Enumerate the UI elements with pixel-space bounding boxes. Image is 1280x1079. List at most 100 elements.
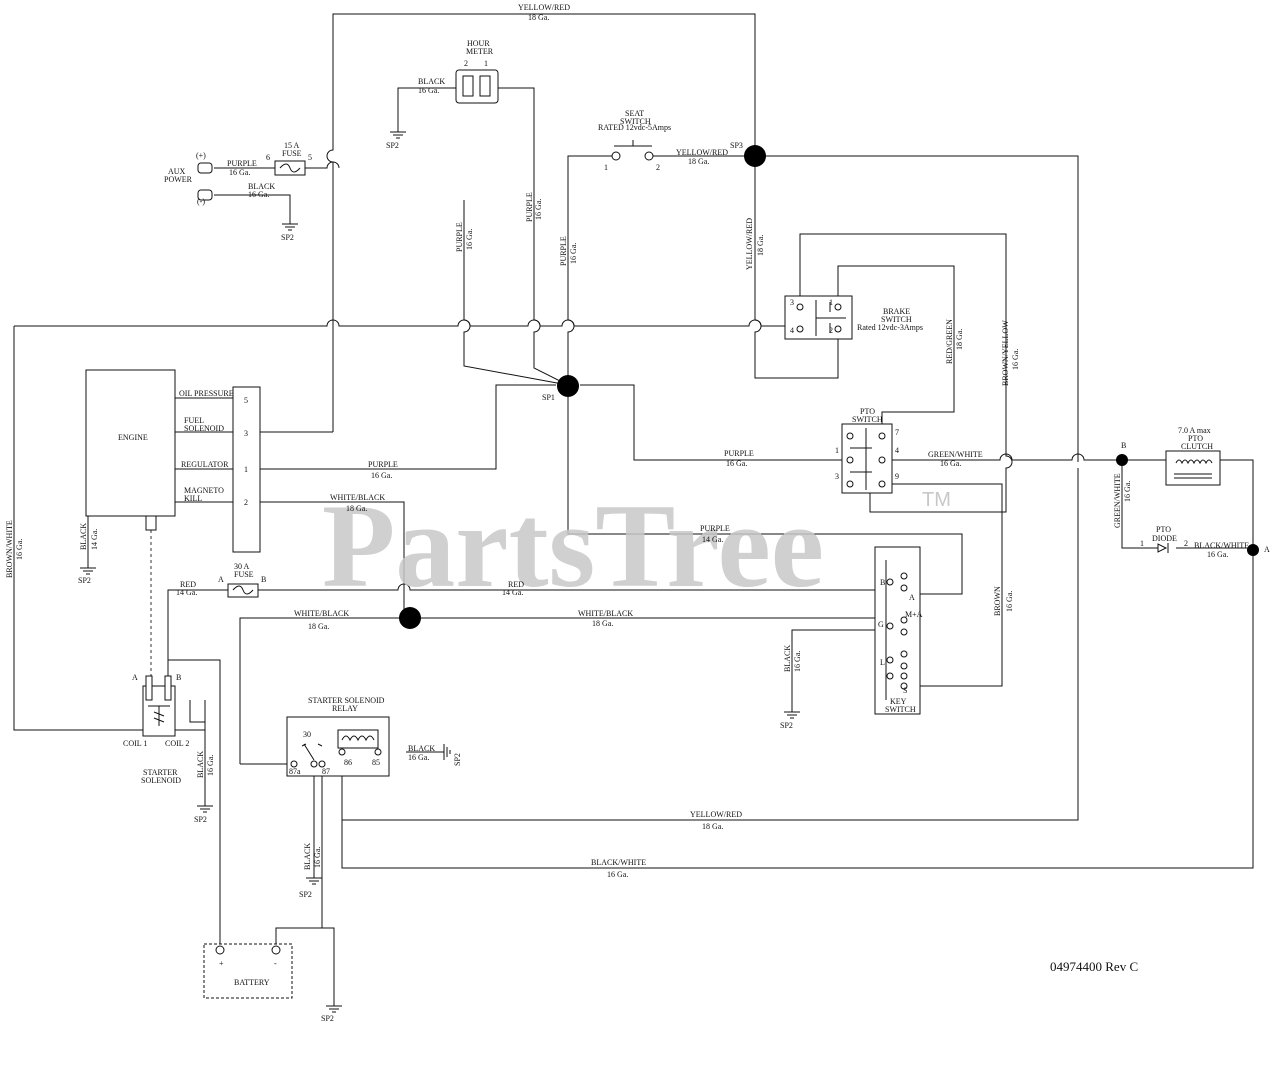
aux-power-connector [197,162,213,201]
wire-gauge: 16 Ga. [1207,550,1228,559]
engine-pin-name: OIL PRESSURE [179,389,234,398]
engine-pin-name: SOLENOID [184,424,224,433]
key-pin-label: L [880,658,885,667]
wire-label: PURPLE [455,222,464,252]
pin-label: 5 [308,153,312,162]
engine-pin-name: MAGNETO [184,486,224,495]
key-pin-label: G [878,620,884,629]
wire-label: PURPLE [700,524,730,533]
key-switch-title: SWITCH [885,705,916,714]
wire-label: BLACK [196,751,205,778]
fuse-title: 15 A [284,141,300,150]
key-pin-label: S [903,686,907,695]
wires [13,13,1254,1006]
ground-label: SP2 [194,815,207,824]
relay-title: STARTER SOLENOID [308,696,385,705]
wire-label: PURPLE [227,159,257,168]
pto-switch-title: PTO [860,407,875,416]
wire-label: YELLOW/RED [518,3,570,12]
engine-pin-name: KILL [184,494,202,503]
pin-label: 30 [303,730,311,739]
wire-gauge: 18 Ga. [528,13,549,22]
pin-label: 1 [244,465,248,474]
pin-label: 4 [790,326,794,335]
wire-gauge: 16 Ga. [940,459,961,468]
wire-label: PURPLE [368,460,398,469]
wire-label: PURPLE [525,192,534,222]
wire-label: BLACK [418,77,445,86]
pto-clutch-title: 7.0 A max [1178,426,1211,435]
wire-gauge: 18 Ga. [756,235,765,256]
wire-gauge: 16 Ga. [229,168,250,177]
battery [203,943,293,999]
pin-label: 6 [266,153,270,162]
wire-label: BLACK [79,523,88,550]
labels: YELLOW/RED 18 Ga. HOUR METER 2 1 BLACK 1… [5,3,1270,1023]
pin-label: 3 [244,429,248,438]
pin-label: 87a [289,767,301,776]
wire-label: BLACK [783,645,792,672]
wire-label: YELLOW/RED [676,148,728,157]
key-pin-label: A [909,593,915,602]
coil-label: COIL 2 [165,739,189,748]
engine-pin-name: FUEL [184,416,204,425]
wire-gauge: 14 Ga. [502,588,523,597]
pin-label: 1 [484,59,488,68]
wire-gauge: 18 Ga. [346,504,367,513]
wire-gauge: 18 Ga. [308,622,329,631]
pin-label: 1 [835,446,839,455]
ground-label: SP2 [78,576,91,585]
pto-switch [841,423,893,494]
pin-label: A [132,673,138,682]
splice-label: B [1121,441,1126,450]
pin-label: 2 [464,59,468,68]
pin-label: 1 [1140,539,1144,548]
ground-symbols [80,131,800,1013]
fuse-title: 30 A [234,562,250,571]
seat-switch-title: SWITCH [620,117,651,126]
pto-switch-title: SWITCH [852,415,883,424]
wire-gauge: 16 Ga. [206,755,215,776]
starter-solenoid [142,675,176,737]
aux-minus: (-) [197,197,205,206]
splice-label: A [1264,545,1270,554]
wire-gauge: 16 Ga. [418,86,439,95]
wire-label: BLACK/WHITE [591,858,646,867]
key-pin-label: M+A [905,610,923,619]
wire-gauge: 18 Ga. [688,157,709,166]
pin-label: 1 [604,163,608,172]
pin-label: 2 [1184,539,1188,548]
pin-label: 1 [829,298,833,307]
pin-label: B [176,673,181,682]
starter-solenoid-relay [286,716,390,777]
pto-diode-title: PTO [1156,525,1171,534]
wire-label: BROWN/WHITE [5,520,14,578]
pin-label: 87 [322,767,330,776]
wire-gauge: 18 Ga. [955,329,964,350]
wire-gauge: 16 Ga. [726,459,747,468]
pin-label: 2 [656,163,660,172]
hour-meter-title: HOUR [467,39,490,48]
wire-label: BLACK/WHITE [1194,541,1249,550]
engine-pin-name: REGULATOR [181,460,229,469]
wire-gauge: 16 Ga. [1123,481,1132,502]
wire-label: RED [180,580,196,589]
wire-label: BROWN [993,586,1002,616]
battery-minus: - [274,959,277,968]
pin-label: 86 [344,758,352,767]
ground-label: SP2 [780,721,793,730]
aux-plus: (+) [196,151,206,160]
wire-gauge: 18 Ga. [592,619,613,628]
pin-label: 3 [835,472,839,481]
wire-gauge: 16 Ga. [371,471,392,480]
ground-label: SP2 [386,141,399,150]
wire-gauge: 16 Ga. [465,229,474,250]
seat-switch [611,140,654,161]
engine [85,369,261,553]
battery-title: BATTERY [234,978,270,987]
fuse-title: FUSE [234,570,254,579]
wire-label: WHITE/BLACK [330,493,385,502]
wire-label: WHITE/BLACK [294,609,349,618]
